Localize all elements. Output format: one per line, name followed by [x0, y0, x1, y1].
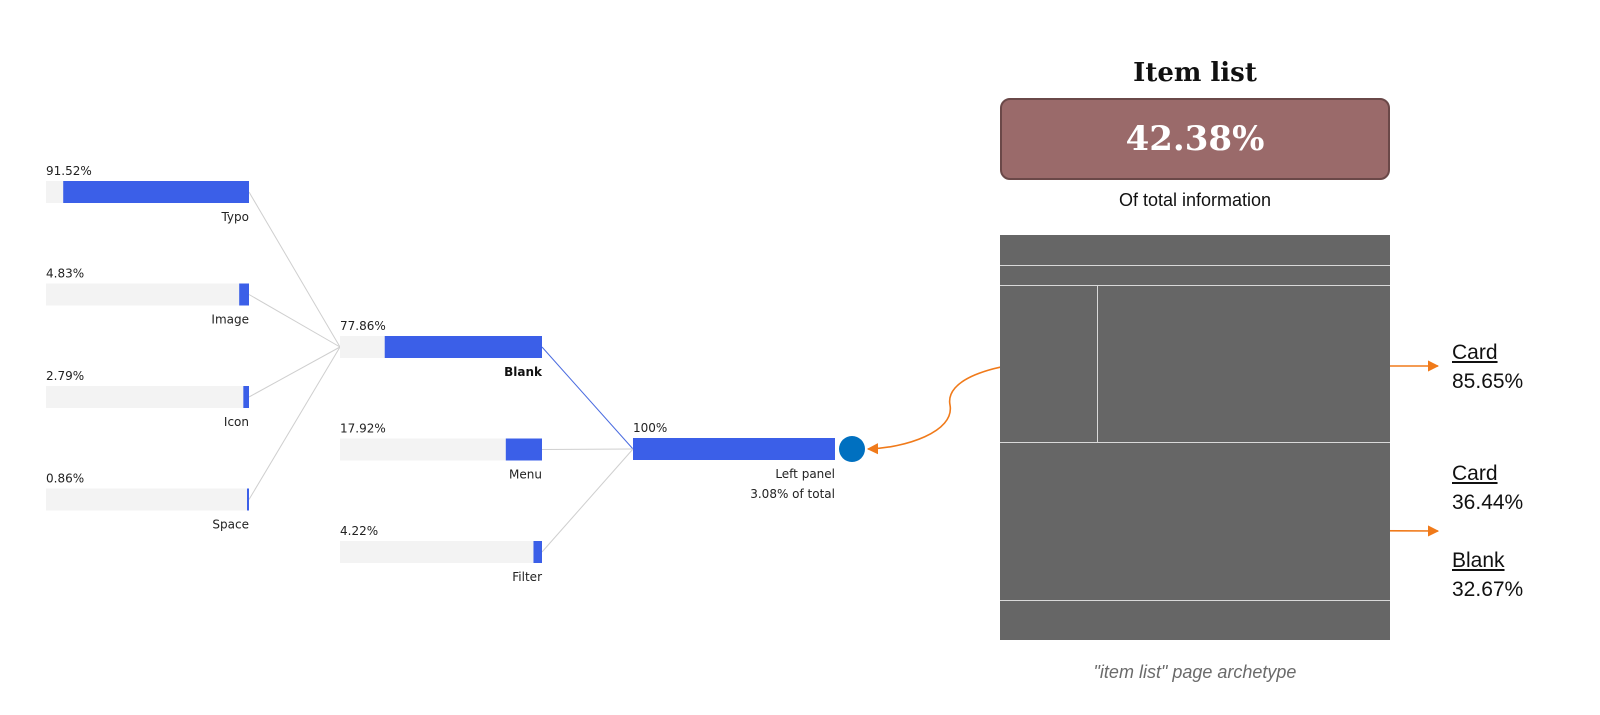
callout-name: Blank: [1452, 549, 1505, 572]
bar-fill-space: [247, 488, 249, 511]
bar-sublabel-left-panel: 3.08% of total: [750, 487, 835, 501]
bar-label-filter: Filter: [512, 570, 542, 584]
wireframe-divider: [1000, 265, 1390, 266]
wireframe-divider: [1097, 285, 1098, 442]
bar-percent-blank: 77.86%: [340, 319, 386, 333]
bar-fill-icon: [243, 386, 249, 408]
connector-icon: [248, 346, 341, 398]
page-wireframe: [1000, 235, 1390, 640]
summary-subtitle: Of total information: [1118, 190, 1272, 210]
bar-label-typo: Typo: [220, 210, 249, 224]
bar-percent-space: 0.86%: [46, 472, 84, 486]
bar-percent-icon: 2.79%: [46, 369, 84, 383]
bar-fill-menu: [505, 438, 542, 461]
connector-typo: [248, 191, 341, 348]
bar-track-filter: [340, 541, 542, 563]
bar-track-image: [46, 283, 249, 306]
callout-name: Card: [1452, 341, 1498, 364]
callout-value: 32.67%: [1452, 578, 1524, 601]
bar-label-image: Image: [211, 313, 249, 327]
callout-name: Card: [1452, 462, 1498, 485]
bar-percent-image: 4.83%: [46, 267, 84, 281]
summary-value: 42.38%: [1125, 119, 1265, 159]
connector-image: [248, 294, 341, 348]
bar-label-icon: Icon: [224, 415, 249, 429]
callout-value: 36.44%: [1452, 491, 1524, 514]
bar-label-space: Space: [212, 518, 249, 532]
expand-node-icon[interactable]: [839, 436, 865, 462]
bar-fill-filter: [533, 541, 542, 563]
archetype-caption: "item list" page archetype: [1093, 662, 1297, 682]
summary-value-box: 42.38%: [1000, 98, 1390, 180]
connector-space: [248, 346, 341, 500]
callout-blank: Blank 32.67%: [1452, 546, 1523, 604]
bar-track-menu: [340, 438, 542, 461]
bar-fill-blank: [384, 336, 542, 358]
connector-menu: [541, 448, 634, 450]
bar-percent-menu: 17.92%: [340, 422, 386, 436]
wireframe-divider: [1000, 600, 1390, 601]
bar-track-icon: [46, 386, 249, 408]
callout-card-bottom: Card 36.44%: [1452, 459, 1523, 517]
bar-label-left-panel: Left panel: [775, 467, 835, 481]
summary-title: Item list: [1133, 58, 1257, 88]
bar-label-menu: Menu: [509, 468, 542, 482]
wireframe-divider: [1000, 285, 1390, 286]
callout-card-top: Card 85.65%: [1452, 338, 1523, 396]
bar-fill-left-panel: [633, 438, 835, 460]
callout-value: 85.65%: [1452, 370, 1524, 393]
bar-percent-typo: 91.52%: [46, 164, 92, 178]
bar-fill-typo: [63, 181, 249, 203]
bar-fill-image: [239, 283, 249, 306]
bar-label-blank: Blank: [504, 365, 543, 379]
bar-percent-left-panel: 100%: [633, 421, 667, 435]
connector-blank: [541, 346, 634, 450]
wireframe-divider: [1000, 442, 1390, 443]
connector-filter: [541, 448, 634, 553]
bar-track-space: [46, 488, 249, 511]
bar-percent-filter: 4.22%: [340, 524, 378, 538]
